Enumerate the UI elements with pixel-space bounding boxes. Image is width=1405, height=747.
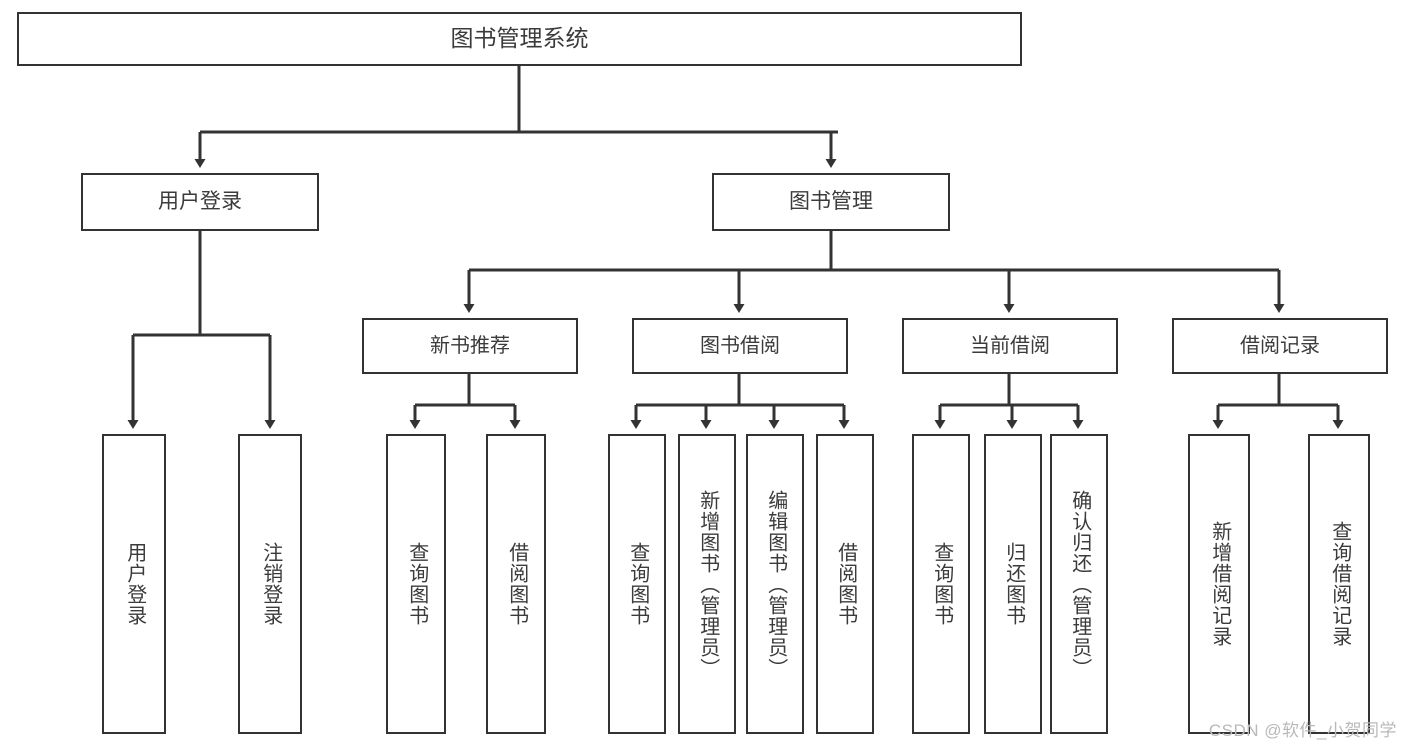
leaf-return-book-label: 归还图书 xyxy=(1002,542,1025,626)
leaf-logout-label: 注销登录 xyxy=(259,542,282,626)
leaf-add-book-admin[interactable]: 新增图书（管理员） xyxy=(678,434,736,734)
node-current-borrow-label: 当前借阅 xyxy=(970,335,1050,357)
leaf-logout[interactable]: 注销登录 xyxy=(238,434,302,734)
leaf-query-book-recommend-label: 查询图书 xyxy=(405,542,428,626)
leaf-borrow-book[interactable]: 借阅图书 xyxy=(816,434,874,734)
node-borrow-record[interactable]: 借阅记录 xyxy=(1172,318,1388,374)
leaf-confirm-return-admin-label: 确认归还（管理员） xyxy=(1068,489,1091,679)
node-user-login[interactable]: 用户登录 xyxy=(81,173,319,231)
node-book-borrow-label: 图书借阅 xyxy=(700,335,780,357)
leaf-borrow-book-label: 借阅图书 xyxy=(834,542,857,626)
leaf-edit-book-admin-label: 编辑图书（管理员） xyxy=(764,489,787,679)
node-root-label: 图书管理系统 xyxy=(450,25,589,52)
node-new-book-recommend-label: 新书推荐 xyxy=(430,335,510,357)
leaf-user-login[interactable]: 用户登录 xyxy=(102,434,166,734)
leaf-confirm-return-admin[interactable]: 确认归还（管理员） xyxy=(1050,434,1108,734)
leaf-add-book-admin-label: 新增图书（管理员） xyxy=(696,489,719,679)
node-root[interactable]: 图书管理系统 xyxy=(17,12,1022,66)
node-borrow-record-label: 借阅记录 xyxy=(1240,335,1320,357)
node-book-borrow[interactable]: 图书借阅 xyxy=(632,318,848,374)
node-book-management-label: 图书管理 xyxy=(789,190,873,214)
node-new-book-recommend[interactable]: 新书推荐 xyxy=(362,318,578,374)
leaf-query-book-current[interactable]: 查询图书 xyxy=(912,434,970,734)
leaf-user-login-label: 用户登录 xyxy=(123,542,146,626)
leaf-query-book-current-label: 查询图书 xyxy=(930,542,953,626)
leaf-query-borrow-record[interactable]: 查询借阅记录 xyxy=(1308,434,1370,734)
node-user-login-label: 用户登录 xyxy=(158,190,242,214)
watermark: CSDN @软件_小贺同学 xyxy=(1208,721,1397,740)
leaf-borrow-book-recommend[interactable]: 借阅图书 xyxy=(486,434,546,734)
leaf-query-borrow-record-label: 查询借阅记录 xyxy=(1328,521,1351,647)
leaf-query-book-label: 查询图书 xyxy=(626,542,649,626)
node-book-management[interactable]: 图书管理 xyxy=(712,173,950,231)
leaf-return-book[interactable]: 归还图书 xyxy=(984,434,1042,734)
leaf-query-book[interactable]: 查询图书 xyxy=(608,434,666,734)
node-current-borrow[interactable]: 当前借阅 xyxy=(902,318,1118,374)
leaf-add-borrow-record[interactable]: 新增借阅记录 xyxy=(1188,434,1250,734)
leaf-borrow-book-recommend-label: 借阅图书 xyxy=(505,542,528,626)
leaf-query-book-recommend[interactable]: 查询图书 xyxy=(386,434,446,734)
leaf-edit-book-admin[interactable]: 编辑图书（管理员） xyxy=(746,434,804,734)
leaf-add-borrow-record-label: 新增借阅记录 xyxy=(1208,521,1231,647)
